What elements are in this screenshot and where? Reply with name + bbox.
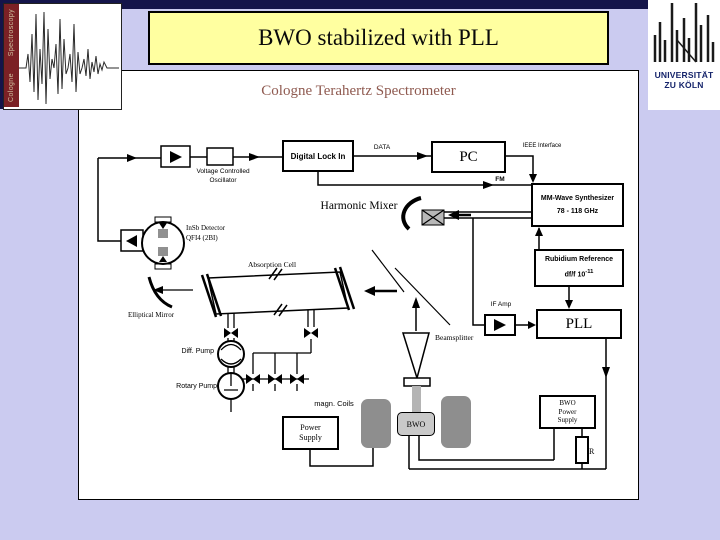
vco-label: Voltage Controlled Oscillator <box>173 167 273 185</box>
magnet-coils-symbol <box>361 396 471 448</box>
slide-title-bar: BWO stabilized with PLL <box>148 11 609 65</box>
slide-top-border <box>0 0 720 9</box>
diagram-title: Cologne Terahertz Spectrometer <box>261 83 456 99</box>
strip-word-spectroscopy: Spectroscopy <box>8 9 15 57</box>
synthesizer-label: MM-Wave Synthesizer <box>540 195 615 202</box>
magn-coils-label: magn. Coils <box>314 399 354 408</box>
bwo-label: BWO <box>406 419 426 429</box>
if-amp-symbol <box>484 314 516 336</box>
insb-label-line2: QFI4 (2BI) <box>186 234 218 242</box>
strip-text: Cologne Spectroscopy <box>4 4 19 107</box>
beamsplitter-label: Beamsplitter <box>435 333 474 342</box>
absorption-cell-label: Absorption Cell <box>247 260 297 269</box>
ieee-interface-label: IEEE Interface <box>522 143 562 149</box>
horn-antenna-symbol <box>401 332 431 412</box>
insb-label-line1: InSb Detector <box>186 224 226 232</box>
insb-detector-symbol <box>141 216 185 270</box>
wire-arrowheads <box>127 152 610 378</box>
power-supply-label-2: Supply <box>299 433 322 442</box>
mm-wave-synthesizer-box: MM-Wave Synthesizer 78 - 118 GHz <box>531 183 624 227</box>
pc-box: PC <box>431 141 506 173</box>
vco-symbol <box>160 145 234 168</box>
elliptical-mirror-symbol <box>147 276 193 309</box>
bwo-ps-label-1: BWO <box>559 399 576 408</box>
bwo-ps-label-3: Supply <box>557 416 578 425</box>
university-name-line1: UNIVERSITÄT <box>654 70 714 80</box>
university-name: UNIVERSITÄT ZU KÖLN <box>648 70 720 90</box>
pc-label: PC <box>459 148 478 165</box>
rubidium-stability-label: df/f 10-11 <box>564 269 594 279</box>
data-label: DATA <box>373 144 391 151</box>
slide-title: BWO stabilized with PLL <box>258 25 499 50</box>
harmonic-mixer-symbol <box>401 196 471 231</box>
elliptical-mirror-label: Elliptical Mirror <box>127 311 175 319</box>
beam-paths <box>364 249 451 331</box>
university-name-line2: ZU KÖLN <box>664 80 704 90</box>
detector-preamp-symbol <box>120 229 144 252</box>
vacuum-valves <box>224 328 318 384</box>
coil-power-supply-box: Power Supply <box>282 416 339 450</box>
diagram-graphics <box>97 145 610 470</box>
corner-spectrum-panel: Cologne Spectroscopy <box>3 3 122 110</box>
digital-lock-in-label: Digital Lock In <box>290 151 346 161</box>
slide-left-border <box>0 0 5 109</box>
diff-pump-label: Diff. Pump <box>181 348 214 355</box>
spectrum-waveform-icon <box>19 11 119 105</box>
rubidium-reference-box: Rubidium Reference df/f 10-11 <box>534 249 624 287</box>
fm-label: FM <box>495 176 505 183</box>
vacuum-system <box>217 310 315 412</box>
if-amp-label: IF Amp <box>490 301 512 308</box>
insb-detector-label: InSb Detector QFI4 (2BI) <box>186 223 225 243</box>
cologne-spectroscopy-strip: Cologne Spectroscopy <box>4 4 19 107</box>
pll-label: PLL <box>565 315 593 332</box>
rotary-pump-label: Rotary Pump <box>176 383 217 390</box>
absorption-cell-symbol <box>200 266 356 318</box>
bwo-power-supply-box: BWO Power Supply <box>539 395 596 429</box>
synthesizer-range-label: 78 - 118 GHz <box>556 208 599 215</box>
vco-label-line1: Voltage Controlled <box>196 168 250 175</box>
uni-logo-icon <box>653 3 715 63</box>
university-logo: UNIVERSITÄT ZU KÖLN <box>648 0 720 110</box>
rubidium-label: Rubidium Reference <box>544 256 614 264</box>
resistor-symbol <box>575 436 589 464</box>
pll-box: PLL <box>536 309 622 339</box>
power-supply-label-1: Power <box>300 423 321 432</box>
spectrometer-diagram: Cologne Terahertz Spectrometer Digital L… <box>78 70 639 500</box>
harmonic-mixer-label: Harmonic Mixer <box>320 200 398 212</box>
digital-lock-in-box: Digital Lock In <box>282 140 354 172</box>
bwo-box: BWO <box>397 412 435 436</box>
strip-word-cologne: Cologne <box>8 73 15 102</box>
bwo-ps-label-2: Power <box>558 407 577 416</box>
resistor-label: R <box>589 447 595 456</box>
vco-label-line2: Oscillator <box>209 177 237 184</box>
